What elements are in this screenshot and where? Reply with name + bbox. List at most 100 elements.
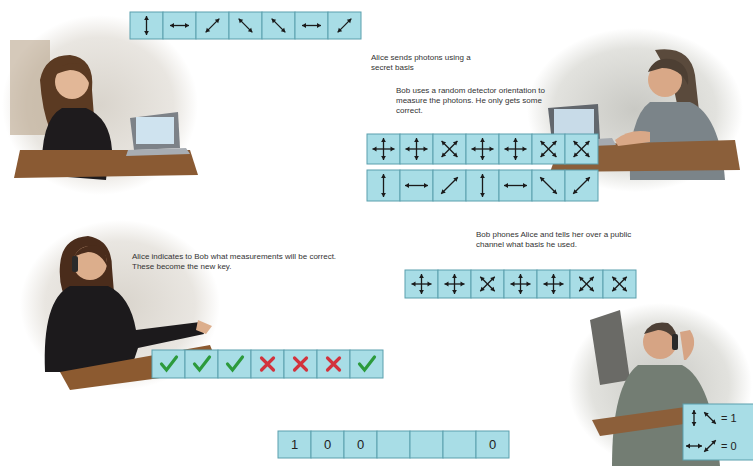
arrow-head bbox=[574, 141, 579, 146]
arrow-head bbox=[704, 447, 709, 452]
strip-cell bbox=[152, 350, 185, 378]
arrow-head bbox=[513, 138, 518, 142]
strip-cell bbox=[433, 134, 466, 164]
arrow-head bbox=[414, 138, 419, 142]
polarization-line bbox=[579, 277, 593, 291]
arrow-head bbox=[518, 290, 523, 294]
arrow-head bbox=[622, 287, 627, 292]
arrow-head bbox=[552, 189, 557, 194]
strip-cell bbox=[565, 170, 598, 201]
polarization-line bbox=[704, 440, 716, 452]
polarization-line bbox=[704, 412, 716, 424]
arrow-head bbox=[480, 156, 485, 160]
arrow-head bbox=[686, 444, 690, 449]
strip-cell bbox=[400, 134, 433, 164]
strip-cell bbox=[367, 134, 400, 164]
arrow-head bbox=[480, 277, 485, 282]
strip-cell bbox=[532, 170, 565, 201]
strip-cell bbox=[471, 270, 504, 298]
arrow-head bbox=[692, 422, 697, 426]
arrow-head bbox=[692, 410, 697, 414]
strip-cell bbox=[317, 350, 350, 378]
arrow-head bbox=[414, 156, 419, 160]
arrow-head bbox=[461, 282, 465, 287]
arrow-head bbox=[428, 282, 432, 287]
strip-cell bbox=[499, 134, 532, 164]
check-mark bbox=[162, 357, 177, 370]
arrow-head bbox=[442, 152, 447, 157]
strip-cell bbox=[410, 431, 443, 458]
arrow-head bbox=[441, 189, 446, 194]
arrow-head bbox=[215, 19, 220, 24]
key-bit-cell: 0 bbox=[476, 431, 509, 458]
strip-cell bbox=[443, 431, 476, 458]
arrow-head bbox=[711, 440, 716, 445]
strip-cell bbox=[532, 134, 565, 164]
cross-mark bbox=[262, 358, 274, 370]
polarization-line bbox=[206, 19, 220, 33]
polarization-line bbox=[573, 177, 590, 194]
arrow-head bbox=[490, 277, 495, 282]
arrow-head bbox=[373, 147, 377, 152]
polarization-line bbox=[574, 141, 590, 157]
key-bit-cell: 0 bbox=[344, 431, 377, 458]
arrow-head bbox=[480, 193, 485, 197]
arrow-head bbox=[453, 141, 458, 146]
strip-cell bbox=[218, 350, 251, 378]
strip-cell bbox=[284, 350, 317, 378]
arrow-head bbox=[480, 174, 485, 178]
arrow-head bbox=[704, 412, 709, 417]
arrow-head bbox=[445, 282, 449, 287]
strip-cell bbox=[278, 431, 311, 458]
key-bit: 0 bbox=[324, 437, 331, 452]
strip-cell bbox=[295, 12, 328, 39]
arrow-head bbox=[589, 277, 594, 282]
arrow-head bbox=[206, 28, 211, 33]
arrow-head bbox=[347, 19, 352, 24]
polarization-line bbox=[442, 141, 458, 157]
arrow-head bbox=[406, 147, 410, 152]
arrow-head bbox=[490, 147, 494, 152]
arrow-head bbox=[504, 183, 508, 188]
arrow-head bbox=[480, 287, 485, 292]
strip-cell bbox=[377, 431, 410, 458]
arrow-head bbox=[560, 282, 564, 287]
strip-cell bbox=[130, 12, 163, 39]
photon-strips bbox=[130, 12, 753, 460]
arrow-head bbox=[513, 156, 518, 160]
arrow-head bbox=[338, 28, 343, 33]
arrow-head bbox=[412, 282, 416, 287]
arrow-head bbox=[381, 193, 386, 197]
arrow-head bbox=[272, 19, 277, 24]
arrow-head bbox=[579, 287, 584, 292]
arrow-head bbox=[490, 287, 495, 292]
arrow-head bbox=[505, 147, 509, 152]
arrow-head bbox=[579, 277, 584, 282]
arrow-head bbox=[573, 189, 578, 194]
arrow-head bbox=[551, 274, 556, 278]
check-mark bbox=[228, 357, 243, 370]
arrow-head bbox=[552, 141, 557, 146]
strip-cell bbox=[537, 270, 570, 298]
arrow-head bbox=[442, 141, 447, 146]
legend-value: = 1 bbox=[721, 412, 737, 424]
arrow-head bbox=[589, 287, 594, 292]
legend-value: = 0 bbox=[721, 440, 737, 452]
key-bit: 0 bbox=[489, 437, 496, 452]
bob-phone-photo bbox=[568, 303, 752, 466]
key-bit: 1 bbox=[291, 437, 298, 452]
strip-cell bbox=[405, 270, 438, 298]
arrow-head bbox=[551, 290, 556, 294]
arrow-head bbox=[248, 28, 253, 33]
arrow-head bbox=[452, 274, 457, 278]
key-bit: 0 bbox=[357, 437, 364, 452]
arrow-head bbox=[391, 147, 395, 152]
arrow-head bbox=[552, 152, 557, 157]
strip-cell bbox=[565, 134, 598, 164]
strip-cell bbox=[466, 134, 499, 164]
arrow-head bbox=[585, 152, 590, 157]
strip-cell bbox=[603, 270, 636, 298]
strip-cell bbox=[251, 350, 284, 378]
polarization-line bbox=[612, 277, 626, 291]
